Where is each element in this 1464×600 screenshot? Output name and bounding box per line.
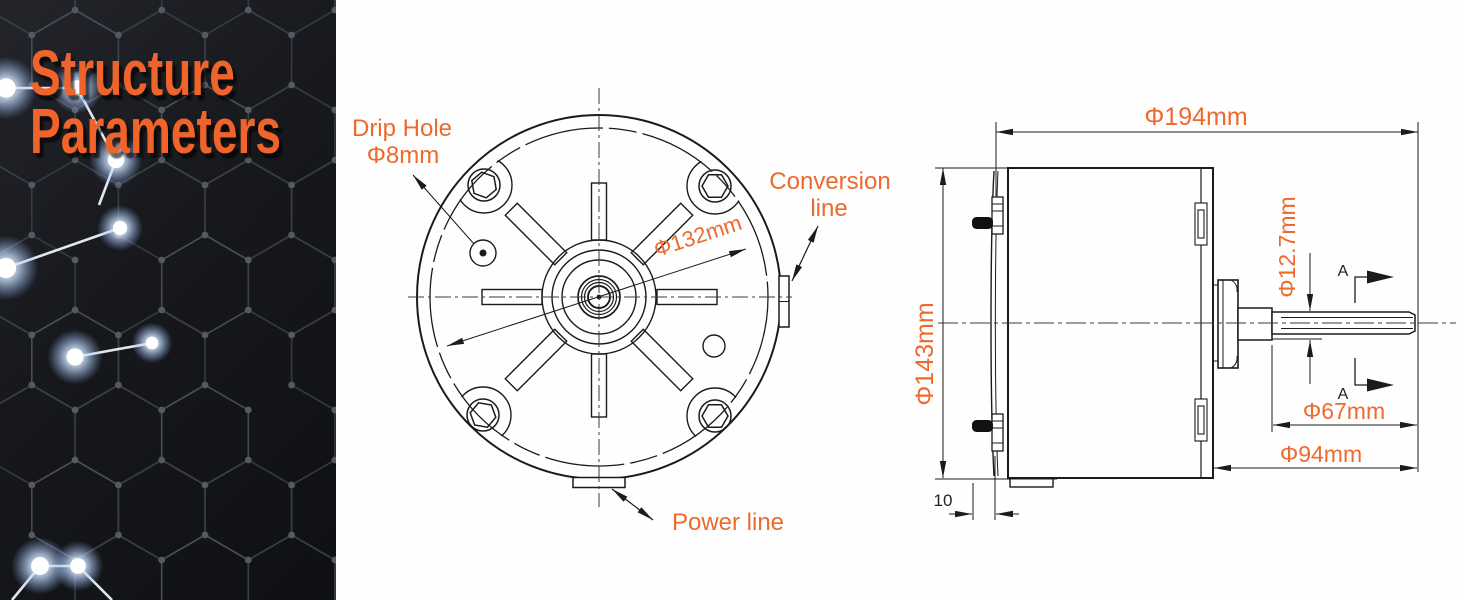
cover-clips — [1194, 202, 1208, 442]
shaft-assembly — [1213, 279, 1416, 369]
section-letter-bottom: A — [1338, 386, 1349, 403]
mounting-bolts — [466, 168, 732, 433]
front-centerlines — [408, 88, 792, 507]
front-view: Drip Hole Φ8mm Conversion line Power lin… — [352, 88, 891, 536]
power-line-leader — [611, 488, 654, 521]
mounting-foot — [1009, 477, 1054, 488]
power-line-label: Power line — [672, 509, 784, 536]
outer-plate-dim-label: Φ194mm — [1144, 103, 1247, 131]
conversion-line-leader — [791, 225, 819, 282]
plate-thickness-label: 10 — [934, 491, 953, 510]
section-letter-top: A — [1338, 263, 1349, 280]
rear-dim-label: Φ94mm — [1280, 441, 1362, 467]
side-view: Φ194mm Φ143mm Φ12.7mm Φ67mm Φ94mm 10 A A — [911, 103, 1456, 520]
conversion-label-line2: line — [810, 195, 847, 222]
brand-panel: Structure Parameters — [0, 0, 336, 600]
plate-bolts — [972, 196, 1004, 452]
drip-hole-label-line1: Drip Hole — [352, 115, 452, 142]
conversion-line-tab — [778, 275, 790, 328]
vent-hole — [702, 334, 726, 358]
bolt-circle-dimension-line — [446, 248, 747, 347]
conversion-label-line1: Conversion — [769, 168, 890, 195]
drip-hole-label-line2: Φ8mm — [367, 142, 439, 169]
hexagon-network-decoration — [0, 0, 336, 600]
hub-dim-label: Φ67mm — [1303, 398, 1385, 424]
shaft-dim-label: Φ12.7mm — [1274, 196, 1300, 297]
dimension-lines — [939, 128, 1418, 518]
drip-hole-leader — [412, 174, 475, 245]
brand-title-line1: Structure — [30, 37, 235, 109]
section-markers — [1354, 270, 1394, 392]
body-dim-label: Φ143mm — [911, 302, 939, 405]
brand-title-line2: Parameters — [30, 95, 282, 167]
brand-title: Structure Parameters — [30, 37, 282, 167]
